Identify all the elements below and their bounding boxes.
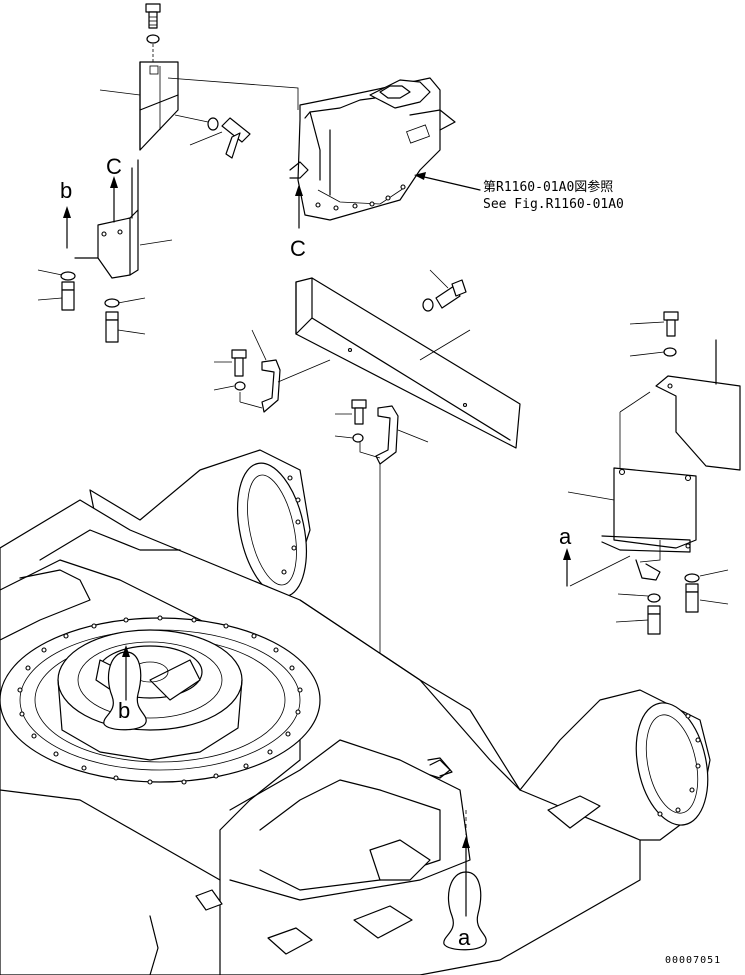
cover-bolt-holes (315, 184, 406, 211)
view-arrow-c-right: C (290, 184, 306, 261)
bracket-assembly-right: a (559, 311, 741, 635)
reference-text-en: See Fig.R1160-01A0 (483, 197, 624, 212)
view-arrow-a-right: a (559, 524, 572, 587)
washer-side (207, 117, 219, 131)
view-arrow-b-left: b (60, 178, 72, 249)
swing-circle-bolt-holes (17, 615, 303, 785)
bolt-side (221, 117, 251, 159)
washer-top-left (146, 34, 160, 44)
bolt-right-lower (685, 583, 699, 613)
leader-line (99, 89, 141, 96)
reference-text-ja: 第R1160-01A0図参照 (483, 179, 613, 195)
leader-line (419, 329, 471, 361)
washer-beam (422, 298, 434, 312)
view-label-c-right: C (290, 236, 306, 261)
bolt-bracket-2 (351, 399, 367, 425)
washer-right-lower (684, 573, 700, 583)
lower-bracket (74, 159, 139, 279)
view-arrow-c-left: C (106, 154, 122, 223)
washer-bracket-2 (352, 433, 364, 443)
washer-center (104, 298, 120, 308)
washer-bracket-1 (234, 381, 246, 391)
revolving-frame (0, 449, 711, 975)
view-label-a-right: a (559, 524, 572, 549)
bolt-right-bottom (647, 605, 661, 635)
bolt-beam (435, 279, 467, 309)
cross-beam (295, 269, 521, 449)
connector-line (167, 77, 299, 110)
view-label-c-left: C (106, 154, 122, 179)
bolt-center (105, 311, 119, 343)
view-label-b-center: b (118, 698, 130, 723)
washer-right-bottom (647, 593, 661, 603)
view-label-a-bottom: a (458, 925, 471, 950)
bolt-right-top (663, 311, 679, 337)
reference-leader (419, 175, 481, 191)
washer-right-top (663, 347, 677, 357)
upper-bracket-plate (139, 61, 179, 151)
washer-left (60, 271, 76, 281)
bracket-assembly-left: b C (37, 3, 299, 343)
cover-assembly: C 第R1160-01A0図参照 See Fig.R1160-01A0 (289, 77, 624, 261)
boss-bolt-holes-right (657, 713, 701, 817)
bolt-top-left (145, 3, 161, 29)
boss-upper-right (635, 702, 709, 826)
view-label-b-left: b (60, 178, 72, 203)
document-number: 00007051 (665, 955, 721, 966)
bolt-bracket-1 (231, 349, 247, 377)
view-marker-a-bottom: a (443, 836, 487, 951)
view-marker-b-center: b (103, 645, 147, 731)
bolt-left (61, 281, 75, 311)
small-bracket-1 (213, 329, 331, 413)
